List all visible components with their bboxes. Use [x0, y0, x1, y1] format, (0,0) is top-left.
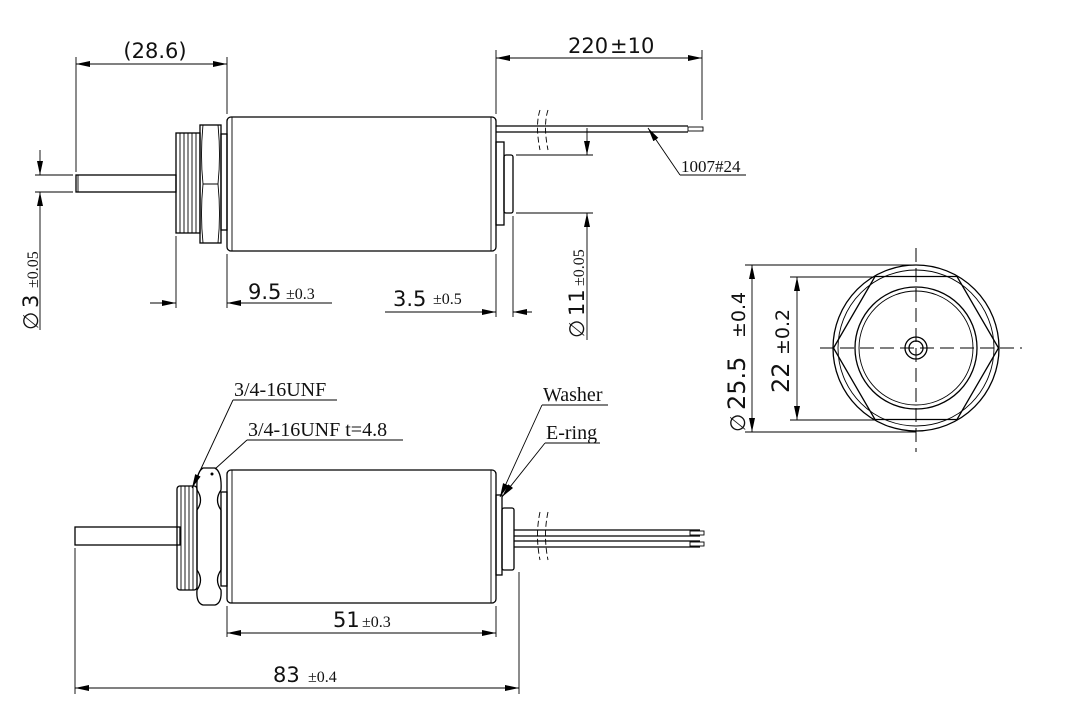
- diameter-symbol: ∅: [565, 320, 589, 338]
- dim-boss-value: 11: [565, 289, 589, 316]
- dim-shaft-value: 3: [19, 295, 43, 308]
- flange: [220, 491, 228, 587]
- dim-boss-len-tol: ±0.5: [433, 291, 462, 308]
- dim-body-length: 51 ±0.3: [226, 606, 497, 637]
- dim-shaft-tol: ±0.05: [25, 251, 42, 288]
- thread-label: 3/4-16UNF: [234, 379, 326, 401]
- dim-lead-length: 220 ±10: [495, 34, 703, 120]
- nut-callout: 3/4-16UNF t=4.8: [214, 419, 403, 470]
- thread: [176, 485, 198, 591]
- rear-boss: [503, 154, 514, 214]
- dim-stroke: (28.6): [75, 39, 228, 172]
- plunger-shaft: [74, 526, 181, 546]
- flange: [220, 133, 228, 231]
- thread-callout: 3/4-16UNF: [191, 379, 337, 489]
- wire-spec-callout: 1007#24: [647, 127, 746, 176]
- dim-flats-value: 22: [767, 362, 795, 393]
- dim-total-length: 83 ±0.4: [74, 548, 520, 694]
- plunger-shaft: [75, 174, 177, 193]
- diameter-symbol: ∅: [19, 312, 43, 330]
- dim-lead-value: 220: [568, 34, 608, 58]
- coil-body: [226, 469, 497, 604]
- dim-boss-tol: ±0.05: [571, 249, 588, 286]
- dim-boss-len-value: 3.5: [393, 287, 426, 311]
- e-ring: [501, 507, 515, 571]
- ering-callout: E-ring: [501, 422, 600, 498]
- washer-callout: Washer: [499, 384, 608, 498]
- end-view: ∅ 25.5 ±0.4 22 ±0.2: [723, 248, 1022, 452]
- dim-body-tol: ±0.3: [362, 614, 391, 631]
- dim-boss-dia: ∅ 11 ±0.05: [516, 128, 593, 340]
- dim-total-value: 83: [273, 663, 300, 687]
- lead-wire: [496, 109, 704, 151]
- washer-label: Washer: [543, 384, 603, 406]
- dim-lead-tol: ±10: [610, 34, 654, 58]
- dim-flats-tol: ±0.2: [772, 309, 794, 355]
- dim-outer-dia: ∅ 25.5 ±0.4: [723, 264, 916, 433]
- dim-outer-value: 25.5: [723, 357, 751, 410]
- top-view: (28.6) 220 ±10 1007#24 ∅ 3 ±0.05: [19, 34, 746, 340]
- wire-spec-label: 1007#24: [681, 157, 741, 176]
- coil-body: [226, 116, 497, 252]
- hex-nut: [196, 467, 222, 606]
- dim-shaft-dia: ∅ 3 ±0.05: [19, 150, 73, 330]
- end-cap: [495, 141, 505, 226]
- ering-label: E-ring: [546, 422, 597, 444]
- dim-thread-length: 9.5 ±0.3: [150, 236, 332, 308]
- nut-label: 3/4-16UNF t=4.8: [248, 419, 387, 441]
- dim-thread-tol: ±0.3: [286, 286, 315, 303]
- dim-total-tol: ±0.4: [308, 669, 337, 686]
- diameter-symbol: ∅: [726, 414, 750, 432]
- dim-thread-value: 9.5: [248, 280, 281, 304]
- thread: [175, 132, 201, 234]
- washer: [495, 494, 503, 576]
- dim-boss-length: 3.5 ±0.5: [385, 216, 532, 317]
- side-view: 3/4-16UNF 3/4-16UNF t=4.8 Washer E-ring …: [74, 379, 705, 694]
- dim-stroke-label: (28.6): [123, 39, 186, 63]
- hex-nut: [199, 124, 222, 244]
- dim-outer-tol: ±0.4: [728, 292, 750, 338]
- dim-body-value: 51: [333, 608, 360, 632]
- dim-across-flats: 22 ±0.2: [767, 276, 875, 421]
- lead-wires: [514, 511, 705, 561]
